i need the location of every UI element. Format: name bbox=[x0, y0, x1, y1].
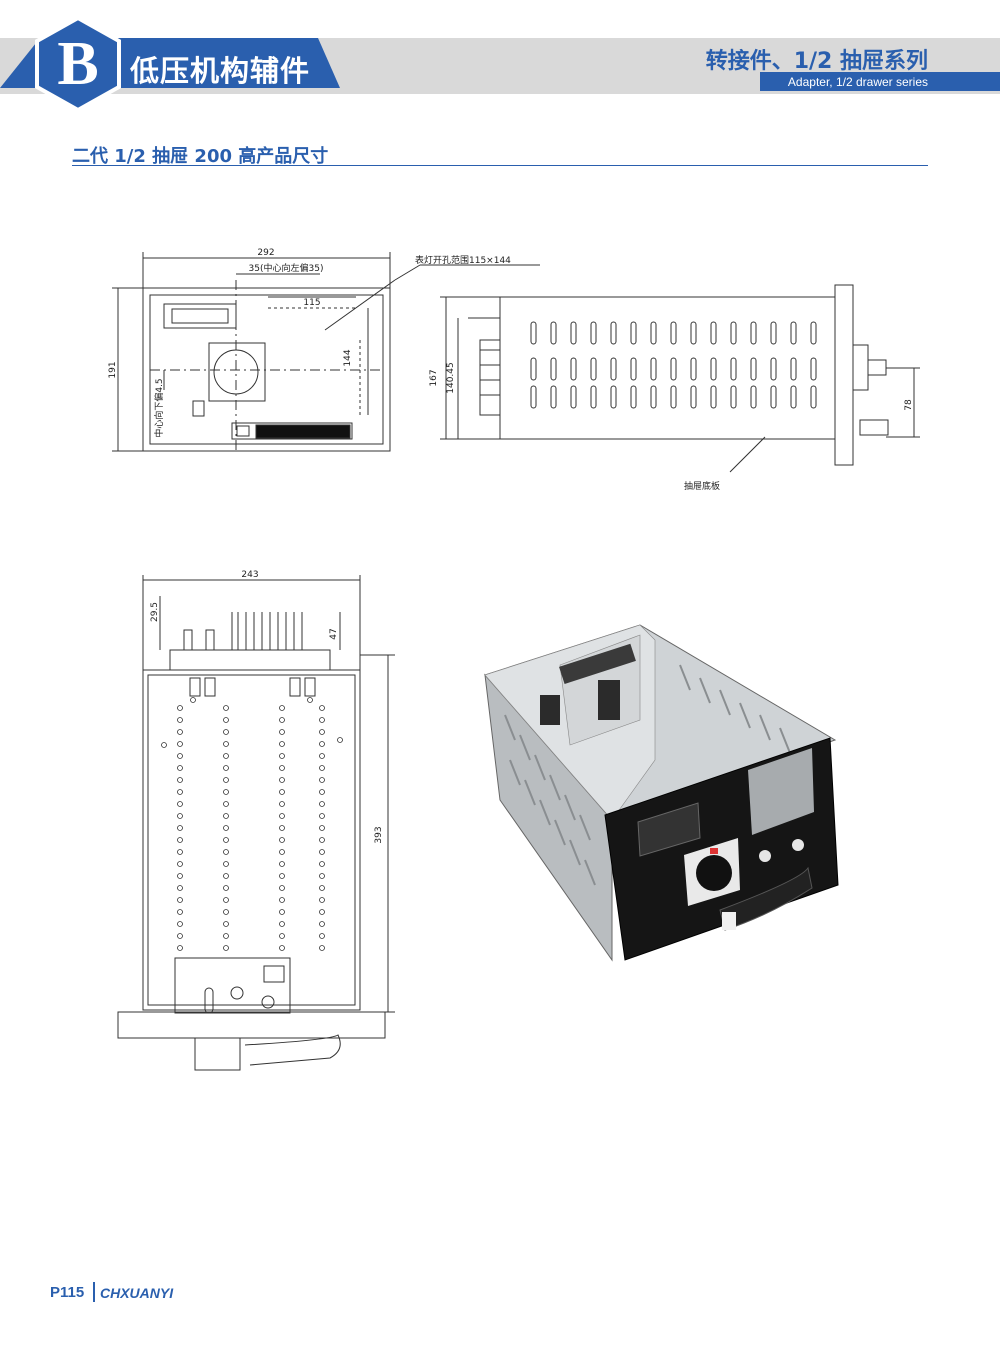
section-letter: B bbox=[57, 29, 99, 98]
hexagon-badge-icon bbox=[35, 16, 121, 112]
note-center-down: 中心向下偏4.5 bbox=[153, 378, 165, 437]
dim-29-5: 29.5 bbox=[150, 602, 160, 622]
dim-167: 167 bbox=[429, 369, 439, 386]
dim-offset-35: 35(中心向左偏35) bbox=[249, 262, 324, 274]
section-subtitle: 二代 1/2 抽屉 200 高产品尺寸 bbox=[72, 146, 329, 167]
dim-393: 393 bbox=[374, 826, 384, 843]
dim-78: 78 bbox=[904, 399, 914, 411]
dim-47: 47 bbox=[329, 628, 339, 639]
callout-hole-range: 表灯开孔范围115×144 bbox=[415, 254, 511, 266]
top-view-holes bbox=[161, 697, 343, 951]
top-view-drawing bbox=[117, 575, 395, 1071]
page-title: 转接件、1/2 抽屉系列 bbox=[705, 49, 928, 74]
dim-height-191: 191 bbox=[108, 361, 118, 378]
page-number: P115 bbox=[50, 1284, 85, 1301]
dim-width-292: 292 bbox=[257, 248, 274, 258]
drawer-product-photo bbox=[484, 624, 839, 962]
side-view-drawing bbox=[440, 284, 920, 473]
dim-115: 115 bbox=[303, 298, 320, 308]
footer-separator bbox=[93, 1282, 95, 1302]
dim-144: 144 bbox=[343, 349, 353, 366]
section-name: 低压机构辅件 bbox=[130, 54, 311, 88]
page-title-en: Adapter, 1/2 drawer series bbox=[787, 75, 928, 89]
callout-drawer-bottom: 抽屉底板 bbox=[684, 480, 720, 492]
subtitle-rule bbox=[72, 165, 928, 166]
brand-logo: CHXUANYI bbox=[100, 1285, 174, 1301]
side-view-slots bbox=[530, 321, 817, 409]
front-view-drawing bbox=[112, 252, 540, 452]
dim-243: 243 bbox=[241, 570, 258, 580]
header-en-strip bbox=[760, 72, 1000, 91]
dim-140: 140.45 bbox=[446, 362, 456, 394]
